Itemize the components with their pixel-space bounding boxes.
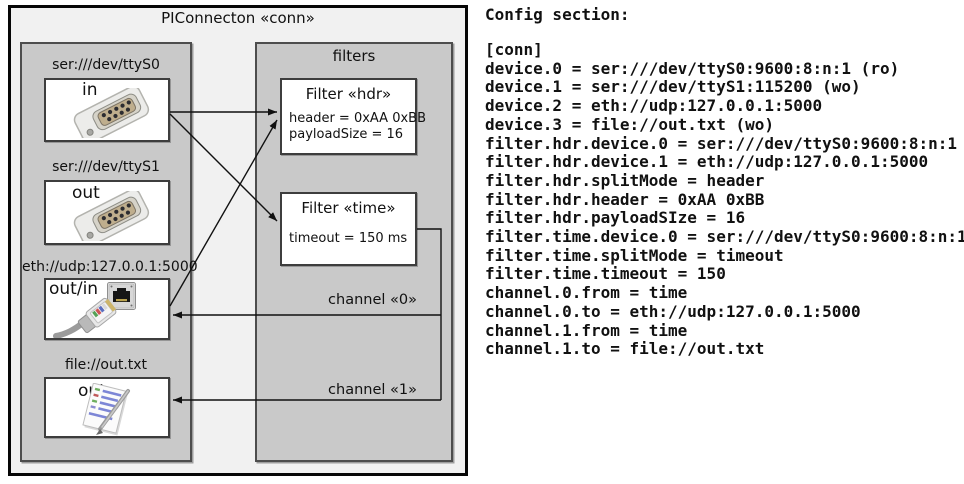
filters-panel-title: filters	[332, 47, 376, 65]
filter-attr-timeout: timeout = 150 ms	[289, 231, 408, 246]
device-label-ttys0: ser:///dev/ttyS0	[52, 57, 160, 73]
serial-connector-icon	[73, 88, 150, 138]
device-box-file: out	[44, 377, 170, 438]
filter-time-box: Filter «time» timeout = 150 ms	[280, 192, 417, 266]
device-box-eth: out/in	[44, 278, 170, 340]
ethernet-connector-icon	[53, 297, 117, 338]
port-label: out	[72, 183, 100, 203]
device-label-file: file://out.txt	[64, 357, 148, 373]
filter-hdr-box: Filter «hdr» header = 0xAA 0xBB payloadS…	[280, 78, 426, 155]
device-label-ttys1: ser:///dev/ttyS1	[52, 159, 160, 175]
channel-0-label: channel «0»	[328, 292, 417, 308]
filter-attr-payloadsize: payloadSize = 16	[289, 127, 404, 142]
piconnector-diagram: PIConnecton «conn» ser:///dev/ttyS0 in	[8, 5, 468, 476]
serial-connector-icon	[73, 191, 150, 241]
filter-attr-header: header = 0xAA 0xBB	[289, 111, 427, 126]
channel-1-label: channel «1»	[328, 382, 417, 398]
port-label: out/in	[49, 279, 99, 299]
ethernet-port-icon	[107, 282, 136, 310]
diagram-title: PIConnecton «conn»	[161, 9, 315, 27]
devices-panel: ser:///dev/ttyS0 in	[20, 42, 198, 462]
config-section-body: [conn] device.0 = ser:///dev/ttyS0:9600:…	[485, 40, 964, 359]
device-box-ttys0: in	[44, 78, 170, 142]
port-label: in	[82, 80, 98, 100]
filter-time-title: Filter «time»	[301, 199, 396, 217]
filters-panel: filters Filter «hdr» header = 0xAA 0xBB …	[255, 42, 453, 462]
device-box-ttys1: out	[44, 180, 170, 245]
config-section-heading: Config section:	[485, 5, 630, 24]
notepad-icon	[82, 383, 130, 436]
device-label-eth: eth://udp:127.0.0.1:5000	[22, 259, 198, 275]
filter-hdr-title: Filter «hdr»	[305, 85, 392, 103]
